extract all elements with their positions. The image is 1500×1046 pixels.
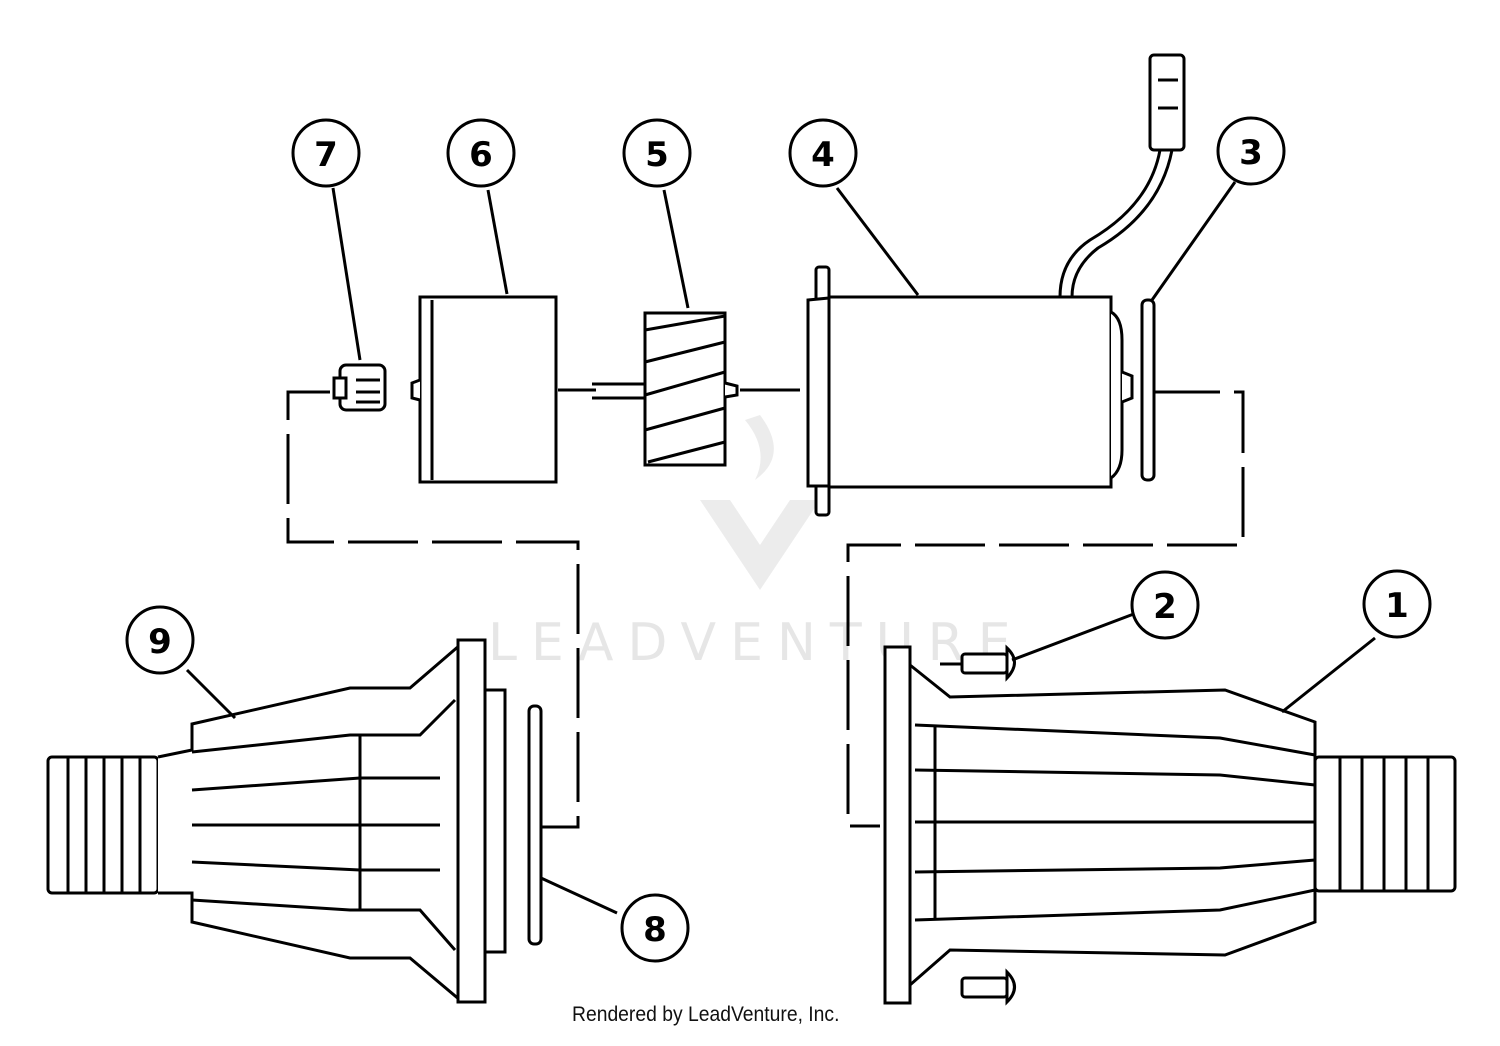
- callout-9: 9: [125, 605, 195, 675]
- callout-8: 8: [620, 893, 690, 963]
- svg-text:3: 3: [1239, 133, 1263, 173]
- callout-2: 2: [1130, 570, 1200, 640]
- callout-5: 5: [622, 118, 692, 188]
- part-6-cylinder: [410, 295, 558, 484]
- svg-text:1: 1: [1385, 586, 1409, 626]
- assembly-lines: [286, 388, 1245, 829]
- svg-text:5: 5: [645, 135, 669, 175]
- part-2-screws: [960, 644, 1016, 1006]
- part-4-motor: [806, 53, 1186, 517]
- callout-6: 6: [446, 118, 516, 188]
- part-9-end-housing: [46, 638, 507, 1004]
- callout-1: 1: [1362, 569, 1432, 639]
- svg-text:4: 4: [811, 135, 835, 175]
- svg-text:6: 6: [469, 135, 493, 175]
- svg-text:7: 7: [314, 135, 338, 175]
- callout-3: 3: [1216, 116, 1286, 186]
- watermark-text: LEADVENTURE: [488, 613, 1025, 673]
- svg-text:9: 9: [148, 622, 172, 662]
- part-3-gasket: [1140, 298, 1156, 482]
- part-7-bolt: [332, 363, 387, 412]
- callouts: 7 6 5 4 3 2 1 9: [125, 116, 1432, 963]
- part-8-gasket: [527, 704, 543, 946]
- watermark-logo-icon: [700, 415, 820, 590]
- part-1-end-housing: [883, 645, 1457, 1005]
- svg-text:8: 8: [643, 910, 667, 950]
- part-5-helical-gear: [592, 311, 739, 467]
- watermark: LEADVENTURE: [488, 415, 1025, 673]
- callout-7: 7: [291, 118, 361, 188]
- svg-text:2: 2: [1153, 587, 1177, 627]
- footer-credit: Rendered by LeadVenture, Inc.: [572, 1003, 840, 1026]
- callout-4: 4: [788, 118, 858, 188]
- leader-lines: [185, 181, 1376, 915]
